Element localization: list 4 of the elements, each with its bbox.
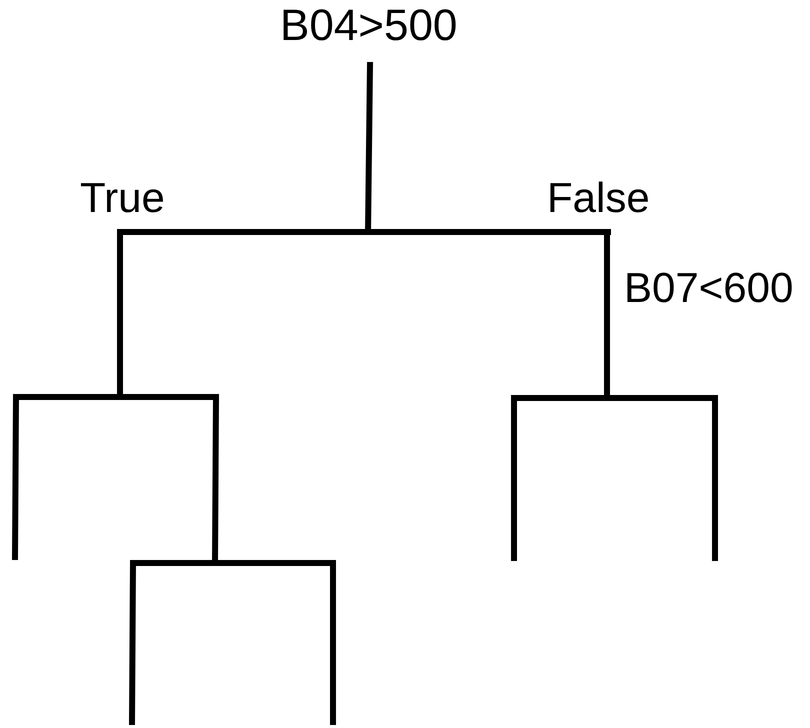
branch-label: False — [547, 177, 650, 219]
split-condition: B04>500 — [280, 4, 458, 48]
branch-label: True — [80, 177, 165, 219]
split-condition: B07<600 — [624, 267, 794, 309]
